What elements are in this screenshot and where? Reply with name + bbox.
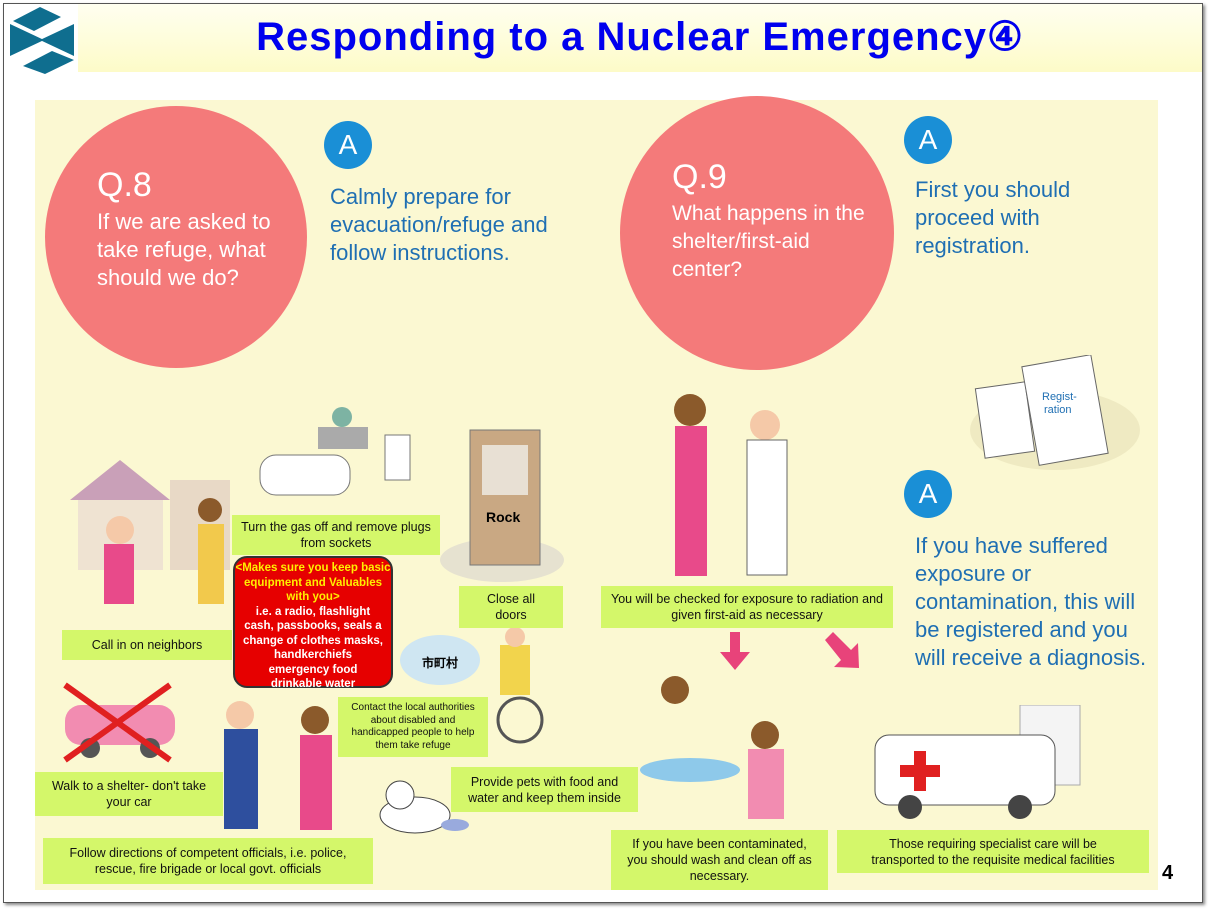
registration-text-2: ration: [1044, 404, 1072, 416]
q9-answer-2: If you have suffered exposure or contami…: [915, 533, 1147, 670]
label-walk: Walk to a shelter- don't take your car: [35, 772, 223, 816]
town-label: 市町村: [422, 655, 458, 670]
q8-question: If we are asked to take refuge, what sho…: [97, 209, 271, 290]
q8-circle: Q.8 If we are asked to take refuge, what…: [45, 106, 307, 368]
label-officials: Follow directions of competent officials…: [43, 838, 373, 884]
q9-number: Q.9: [672, 158, 727, 196]
registration-illustration: Regist- ration: [970, 355, 1140, 470]
q8-number: Q.8: [97, 166, 152, 204]
label-transport: Those requiring specialist care will be …: [837, 830, 1149, 873]
q9-circle: Q.9 What happens in the shelter/first-ai…: [620, 96, 894, 370]
valuables-box: <Makes sure you keep basic equipment and…: [233, 556, 393, 690]
label-doors: Close all doors: [459, 586, 563, 628]
logo: [10, 7, 74, 74]
slide-frame: [3, 3, 1203, 903]
pet-illustration: [379, 780, 469, 834]
q9-answer: First you should proceed with registrati…: [915, 177, 1071, 258]
label-wash: If you have been contaminated, you shoul…: [611, 830, 828, 890]
label-neighbors: Call in on neighbors: [62, 630, 232, 660]
police-illustration: [224, 701, 332, 830]
valuables-heading: <Makes sure you keep basic equipment and…: [235, 562, 391, 603]
q9-question: What happens in the shelter/first-aid ce…: [672, 202, 865, 281]
label-authorities: Contact the local authorities about disa…: [338, 697, 488, 757]
answer-badge-q9-2: A: [904, 470, 952, 518]
checkup-illustration: [674, 394, 788, 576]
label-checked: You will be checked for exposure to radi…: [601, 586, 893, 628]
wheelchair-illustration: 市町村: [400, 627, 544, 744]
ambulance-illustration: [874, 705, 1081, 819]
door-illustration: Rock: [440, 429, 564, 582]
answer-badge-q8: A: [324, 121, 372, 169]
title-band: [78, 4, 1202, 72]
neighbors-illustration: [70, 460, 230, 604]
valuables-items: i.e. a radio, flashlight cash, passbooks…: [243, 605, 383, 691]
registration-text: Regist-: [1042, 391, 1077, 403]
door-tag: Rock: [486, 509, 520, 525]
down-arrow-icon: [720, 632, 750, 670]
diagonal-arrow-icon: [825, 632, 859, 668]
label-gas: Turn the gas off and remove plugs from s…: [232, 515, 440, 555]
page-title: Responding to a Nuclear Emergency④: [256, 15, 1024, 59]
washing-illustration: [640, 676, 784, 819]
answer-badge-q9: A: [904, 116, 952, 164]
gas-illustration: [259, 407, 411, 496]
q8-answer: Calmly prepare for evacuation/refuge and…: [330, 184, 548, 265]
page-number: 4: [1162, 862, 1174, 884]
car-illustration: [63, 682, 175, 763]
label-pets: Provide pets with food and water and kee…: [451, 767, 638, 812]
